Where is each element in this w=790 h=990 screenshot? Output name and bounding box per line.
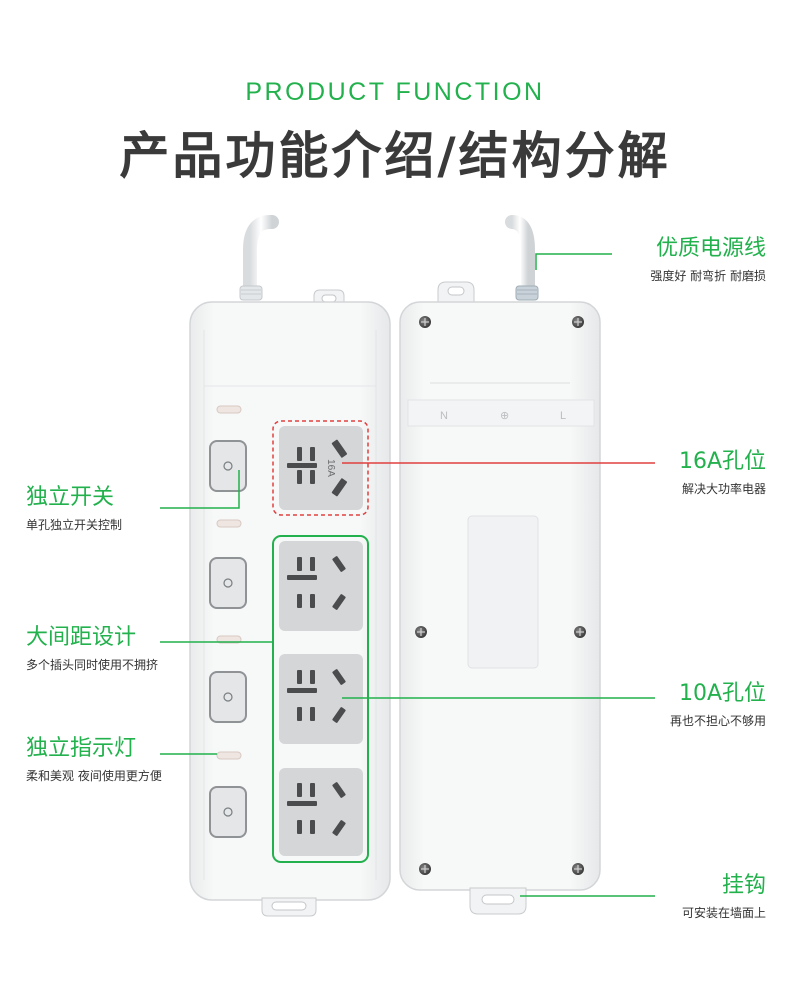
screw (419, 863, 431, 875)
callout-indicator-light: 独立指示灯 柔和美观 夜间使用更方便 (26, 735, 162, 785)
page-title: 产品功能介绍/结构分解 (119, 127, 671, 185)
callout-line-cord (535, 253, 612, 270)
callout-desc: 单孔独立开关控制 (26, 518, 123, 532)
callout-desc: 可安装在墙面上 (681, 906, 766, 920)
indicator-light (216, 405, 242, 414)
socket-16a-label: 16A (325, 459, 336, 477)
screw (572, 316, 584, 328)
back-cord-collar (515, 285, 539, 301)
socket-10a (279, 768, 363, 856)
back-marking-n: N (440, 410, 448, 422)
callout-title: 挂钩 (721, 873, 766, 898)
switch-1 (209, 440, 247, 492)
switch-2 (209, 557, 247, 609)
switches (209, 440, 247, 838)
socket-10a (279, 654, 363, 744)
callout-desc: 多个插头同时使用不拥挤 (26, 658, 159, 672)
socket-16a: 16A (279, 426, 363, 510)
front-cord (243, 215, 279, 299)
callout-desc: 再也不担心不够用 (669, 714, 766, 728)
sockets-10a-highlight (272, 535, 369, 863)
screw (419, 316, 431, 328)
screw (415, 626, 427, 638)
callout-title: 独立开关 (26, 485, 115, 510)
callout-line-switch (160, 470, 240, 509)
callout-title: 大间距设计 (26, 625, 137, 650)
back-marking-l: L (560, 410, 566, 422)
front-strip: 16A (189, 215, 391, 917)
callout-lines (160, 253, 655, 897)
callout-10a-socket: 10A孔位 再也不担心不够用 (670, 680, 766, 730)
callout-power-cord: 优质电源线 强度好 耐弯折 耐磨损 (650, 235, 766, 285)
callout-desc: 强度好 耐弯折 耐磨损 (650, 269, 766, 283)
subtitle-english: PRODUCT FUNCTION (245, 78, 545, 106)
screw (572, 863, 584, 875)
socket-10a (279, 541, 363, 631)
back-label-panel (467, 515, 539, 669)
back-cord (505, 215, 535, 299)
callout-desc: 柔和美观 夜间使用更方便 (26, 769, 162, 783)
callout-title: 独立指示灯 (26, 736, 137, 761)
switch-4 (209, 786, 247, 838)
callout-title: 10A孔位 (678, 681, 766, 706)
back-marking-earth: ⊕ (500, 410, 509, 422)
callout-desc: 解决大功率电器 (681, 482, 766, 496)
callout-independent-switch: 独立开关 单孔独立开关控制 (26, 484, 122, 534)
indicator-light (216, 751, 242, 760)
front-cord-collar (239, 285, 263, 301)
callout-title: 优质电源线 (655, 236, 766, 261)
screws (415, 316, 586, 875)
callout-hook: 挂钩 可安装在墙面上 (682, 872, 766, 922)
indicator-light (216, 519, 242, 528)
screw (574, 626, 586, 638)
callout-wide-spacing: 大间距设计 多个插头同时使用不拥挤 (26, 624, 158, 674)
callout-title: 16A孔位 (678, 449, 766, 474)
callout-16a-socket: 16A孔位 解决大功率电器 (679, 448, 766, 498)
switch-3 (209, 671, 247, 723)
back-strip: N ⊕ L (399, 215, 601, 915)
